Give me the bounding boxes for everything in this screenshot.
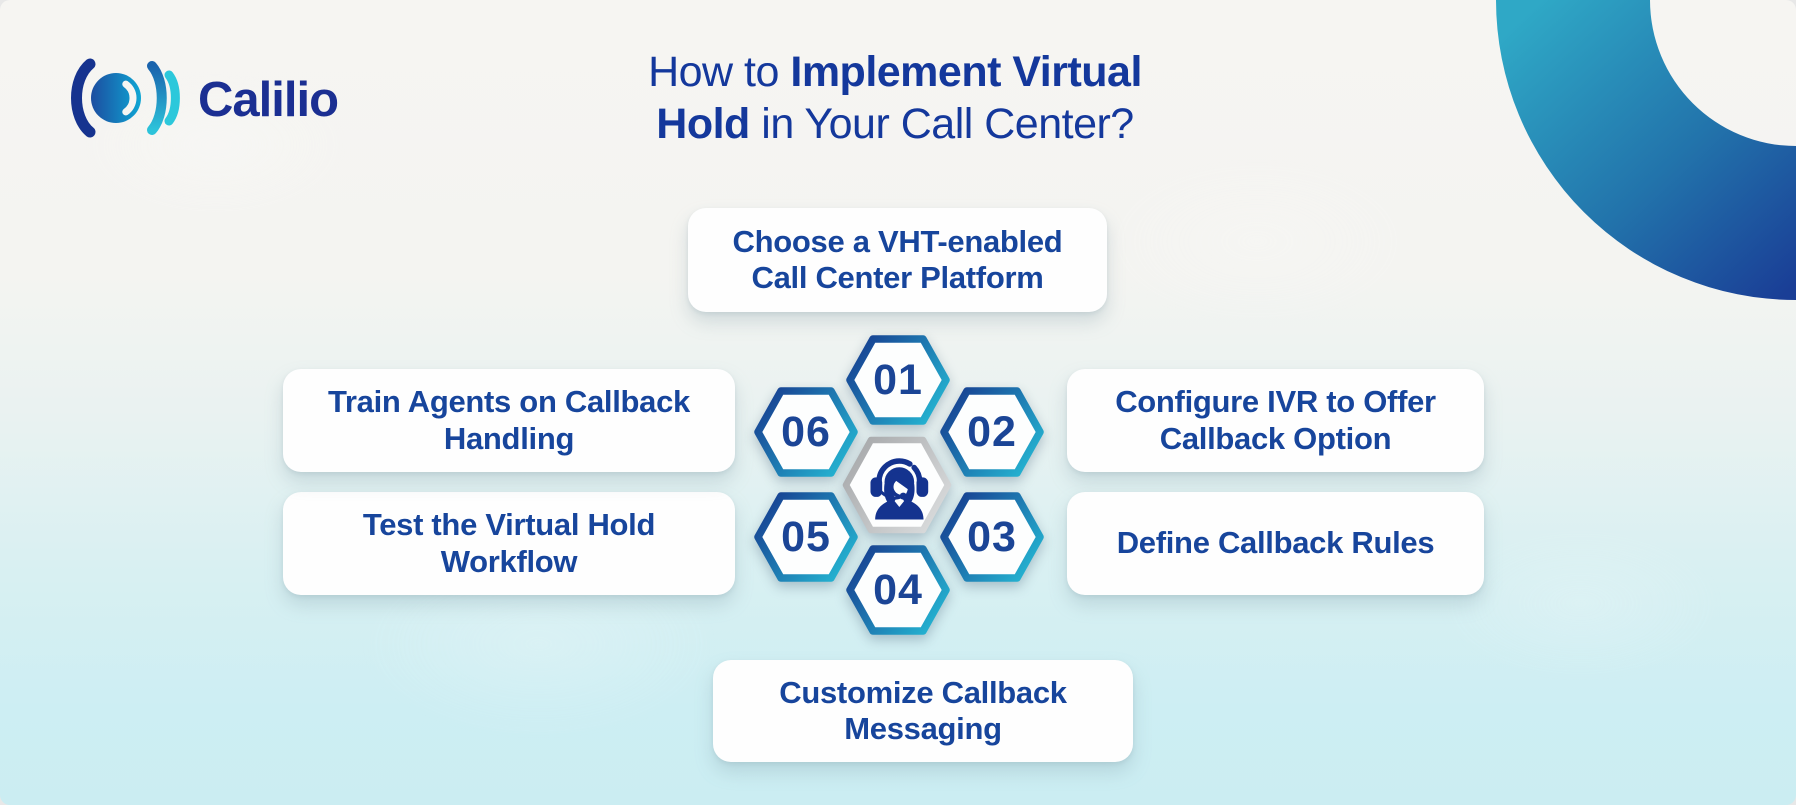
step-number-4: 04 [873, 565, 923, 614]
hexagon-icon [940, 387, 1044, 477]
step-label-5-text: Test the Virtual Hold Workflow [362, 507, 656, 579]
title-segment: How to [648, 48, 791, 96]
title-segment-bold: Implement Virtual [790, 48, 1142, 96]
step-label-2-text: Configure IVR to Offer Callback Option [1115, 384, 1436, 456]
step-hexagon-3: 03 [939, 489, 1045, 585]
step-label-3: Define Callback Rules [1067, 492, 1484, 595]
step-label-4: Customize Callback Messaging [713, 660, 1133, 762]
step-label-3-text: Define Callback Rules [1116, 525, 1435, 561]
step-label-1-text: Choose a VHT-enabled Call Center Platfor… [732, 223, 1063, 295]
hexagon-icon [754, 492, 858, 582]
center-hexagon [841, 432, 953, 538]
step-label-1: Choose a VHT-enabled Call Center Platfor… [688, 208, 1107, 312]
step-hexagon-2: 02 [939, 384, 1045, 480]
hexagon-icon [940, 492, 1044, 582]
step-hexagon-6: 06 [753, 384, 859, 480]
step-label-5: Test the Virtual Hold Workflow [283, 492, 735, 595]
step-number-5: 05 [781, 512, 831, 561]
hexagon-icon [754, 387, 858, 477]
call-agent-headset-icon [870, 458, 929, 520]
step-hexagon-4: 04 [845, 542, 951, 638]
hexagon-icon [846, 335, 950, 425]
brand-logo-text: Calilio [198, 73, 339, 127]
title-segment-bold: Hold [656, 100, 750, 149]
step-hexagon-5: 05 [753, 489, 859, 585]
hexagon-icon [846, 545, 950, 635]
step-label-4-text: Customize Callback Messaging [779, 674, 1067, 746]
step-number-1: 01 [873, 355, 923, 404]
brand-logo: Calilio [56, 52, 339, 144]
step-number-6: 06 [781, 407, 831, 456]
title-segment: in Your Call Center? [749, 100, 1134, 149]
step-hexagon-1: 01 [845, 332, 951, 428]
step-label-6-text: Train Agents on Callback Handling [327, 384, 690, 456]
calilio-soundwave-icon [71, 58, 180, 138]
step-number-3: 03 [967, 512, 1017, 561]
step-label-6: Train Agents on Callback Handling [283, 369, 735, 472]
hexagon-cluster: 01 02 03 04 05 [745, 328, 1051, 642]
step-number-2: 02 [967, 407, 1017, 456]
step-label-2: Configure IVR to Offer Callback Option [1067, 369, 1484, 472]
